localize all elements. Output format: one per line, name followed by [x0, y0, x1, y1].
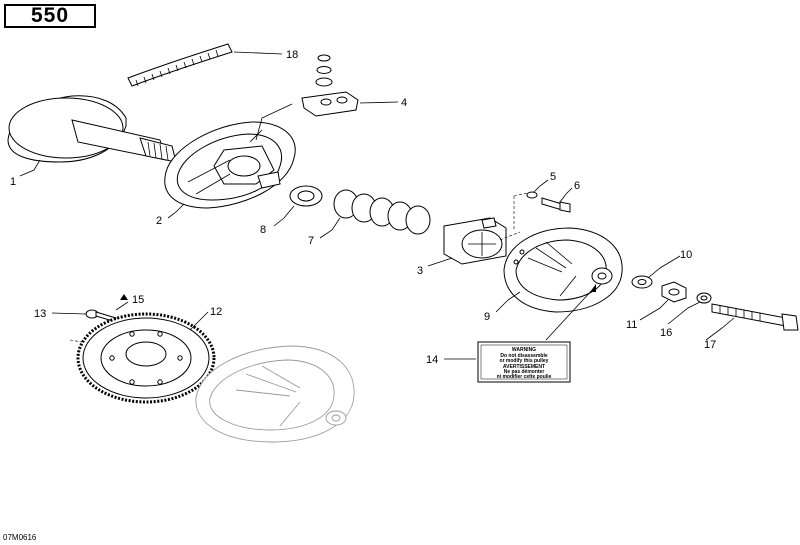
part-8-washer[interactable] — [289, 185, 323, 207]
callout-14: 14 — [426, 354, 438, 366]
label-line-6: ni modifier cette poulie — [497, 374, 552, 380]
part-10-washer[interactable] — [631, 275, 653, 289]
label-line-4: AVERTISSEMENT — [503, 364, 545, 370]
callout-17: 17 — [704, 339, 716, 351]
callout-4: 4 — [401, 97, 407, 109]
part-3-cam[interactable] — [443, 217, 507, 265]
drawing-code: 07M0616 — [3, 533, 37, 542]
part-4-slider-shoe[interactable] — [301, 91, 359, 117]
part-1-fixed-sheave[interactable] — [7, 95, 177, 163]
callout-11: 11 — [626, 319, 637, 331]
callout-9: 9 — [484, 311, 490, 323]
callout-2: 2 — [156, 215, 162, 227]
label-line-2: Do not disassemble — [500, 353, 547, 359]
callout-8: 8 — [260, 224, 266, 236]
part-12-ring-gear[interactable] — [76, 312, 216, 404]
part-9-cover[interactable] — [503, 227, 623, 313]
assembled-cover-ghost — [195, 345, 355, 443]
callout-6: 6 — [574, 180, 580, 192]
callout-13: 13 — [34, 308, 46, 320]
part-2-sliding-sheave[interactable] — [164, 121, 296, 209]
assembly-center-lines — [69, 192, 529, 343]
label-line-1: WARNING — [512, 347, 536, 353]
callout-labels: 1 2 3 4 5 6 7 8 9 10 11 12 13 14 15 16 1… — [10, 49, 716, 366]
part-7-spring[interactable] — [333, 189, 431, 235]
callout-7: 7 — [308, 235, 314, 247]
callout-1: 1 — [10, 176, 16, 188]
leader-lines — [19, 51, 735, 360]
part-6-screw[interactable] — [541, 197, 571, 213]
part-11-nut[interactable] — [661, 281, 687, 303]
small-washers[interactable] — [315, 54, 333, 87]
part-14-warning-label[interactable]: WARNING Do not disassemble or modify thi… — [477, 341, 571, 383]
model-number-box: 550 — [4, 4, 96, 28]
part-15-adhesive-marker — [120, 294, 128, 300]
label-line-5: Ne pas démonter — [504, 369, 545, 375]
label-line-3: or modify this pulley — [500, 358, 549, 364]
callout-3: 3 — [417, 265, 423, 277]
callout-12: 12 — [210, 306, 222, 318]
part-16-washer[interactable] — [696, 292, 712, 304]
callout-5: 5 — [550, 171, 556, 183]
callout-15: 15 — [132, 294, 144, 306]
part-5-washer[interactable] — [526, 191, 538, 199]
part-18-drive-belt[interactable] — [127, 43, 233, 87]
part-17-bolt[interactable] — [711, 303, 799, 331]
callout-18: 18 — [286, 49, 298, 61]
callout-10: 10 — [680, 249, 692, 261]
callout-16: 16 — [660, 327, 672, 339]
